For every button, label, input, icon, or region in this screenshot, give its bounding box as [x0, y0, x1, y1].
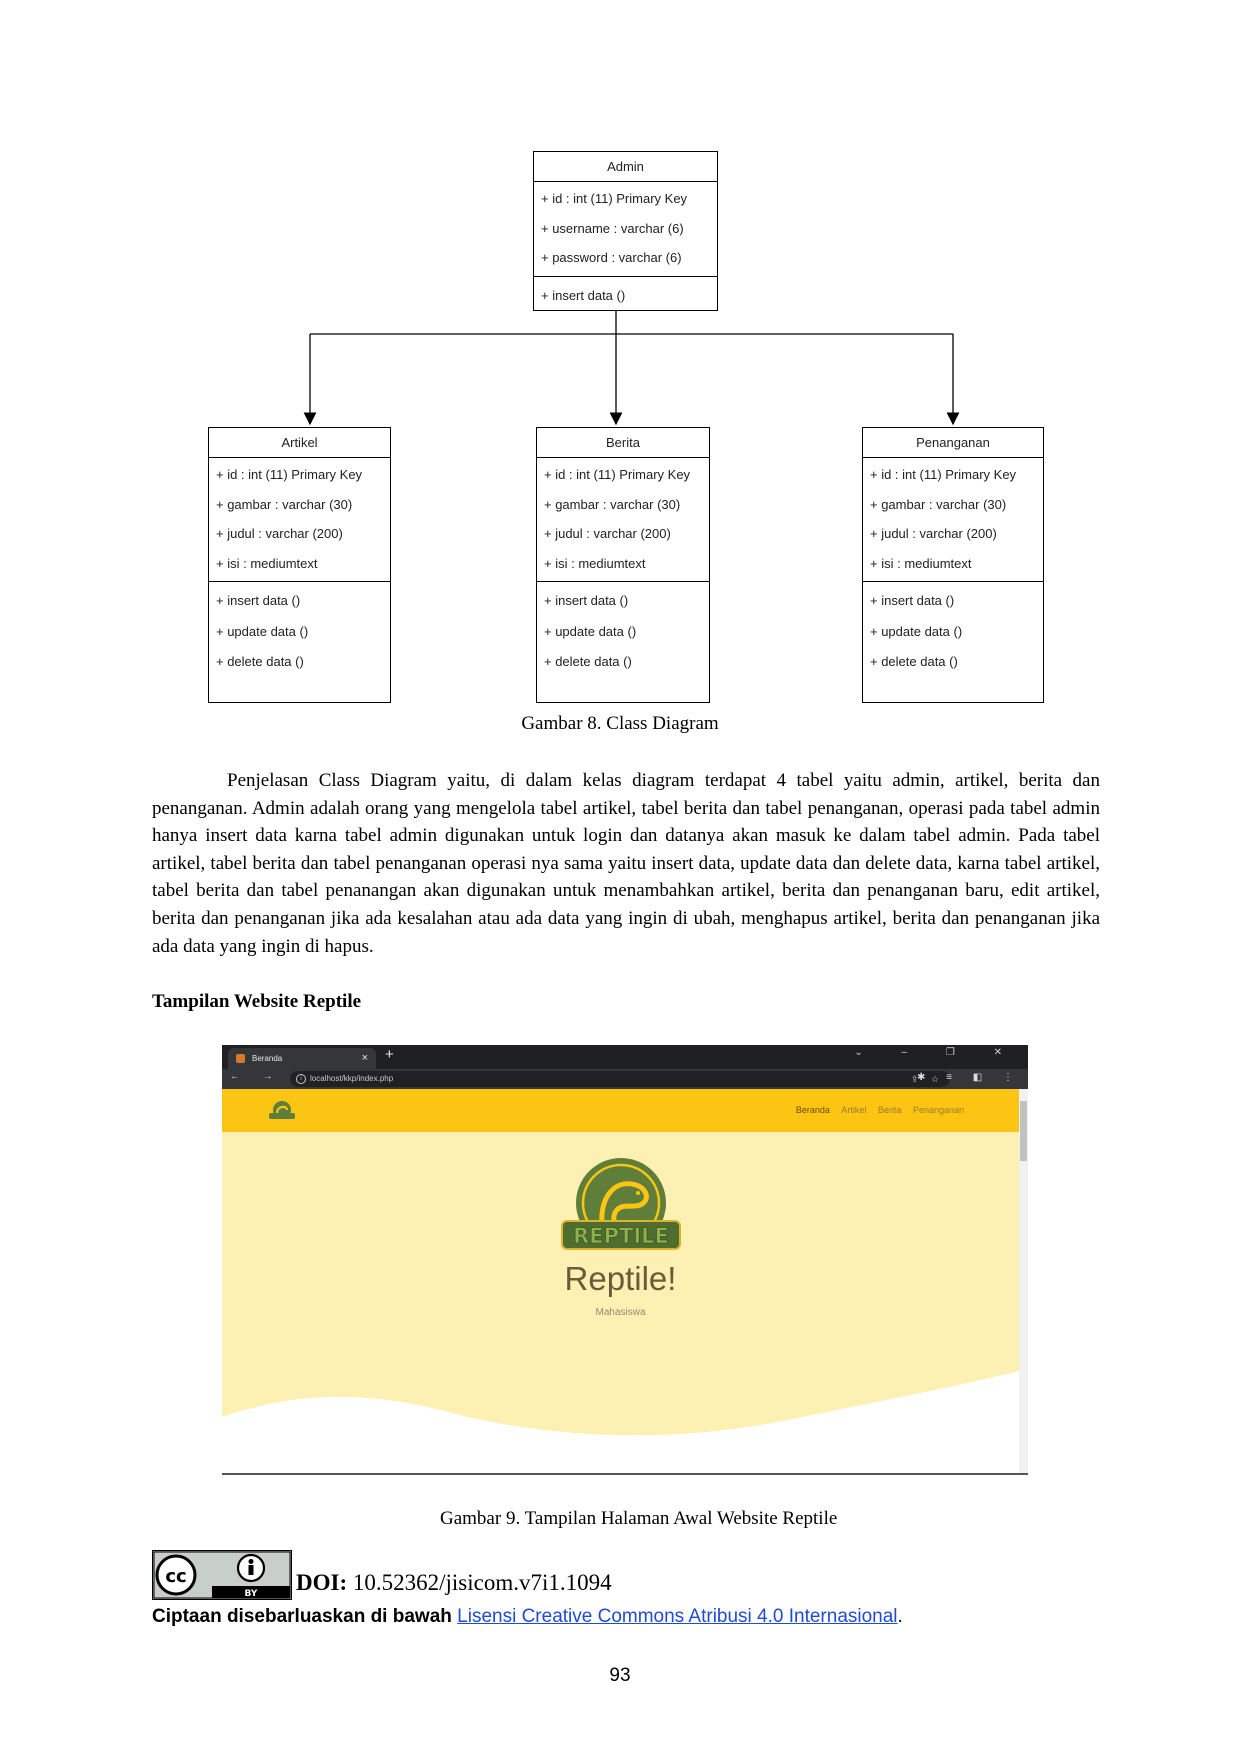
window-controls[interactable]: ⌄ – ❐ ✕ — [854, 1047, 1020, 1058]
attribute: + id : int (11) Primary Key — [541, 191, 688, 206]
operation: + insert data () — [541, 287, 626, 303]
reptile-hero-logo: REPTILE — [561, 1158, 681, 1250]
attribute: + id : int (11) Primary Key — [216, 467, 363, 482]
attribute: + isi : mediumtext — [544, 555, 646, 571]
class-box-penanganan: Penanganan + id : int (11) Primary Key +… — [862, 427, 1044, 703]
operation: + delete data () — [870, 654, 958, 669]
attribute: + username : varchar (6) — [541, 220, 684, 236]
attribute: + id : int (11) Primary Key — [870, 467, 1017, 482]
class-box-artikel: Artikel + id : int (11) Primary Key + ga… — [208, 427, 391, 703]
class-operations: + insert data () + update data () + dele… — [209, 582, 390, 678]
cc-by-license-badge[interactable]: cc BY — [152, 1550, 292, 1600]
browser-toolbar-icons[interactable]: ✱ ≡ ◧ ⋮ — [917, 1072, 1022, 1083]
attribute: + id : int (11) Primary Key — [544, 467, 691, 482]
operation: + insert data () — [870, 593, 955, 608]
nav-link-penanganan[interactable]: Penanganan — [912, 1105, 964, 1115]
doi-label: DOI: — [296, 1570, 348, 1595]
reptile-logo-icon[interactable] — [267, 1099, 297, 1123]
browser-tab[interactable]: Beranda × — [228, 1048, 376, 1069]
info-icon: i — [296, 1074, 306, 1084]
license-prefix: Ciptaan disebarluaskan di bawah — [152, 1606, 458, 1627]
class-attributes: + id : int (11) Primary Key + gambar : v… — [863, 458, 1043, 582]
browser-tab-bar: Beranda × + ⌄ – ❐ ✕ — [222, 1045, 1028, 1069]
share-bookmark-icons[interactable]: ⇪ ☆ — [910, 1074, 944, 1084]
operation: + insert data () — [216, 593, 301, 608]
attribute: + gambar : varchar (30) — [544, 496, 681, 512]
doi-value: 10.52362/jisicom.v7i1.1094 — [347, 1570, 612, 1595]
class-name: Penanganan — [863, 428, 1043, 458]
class-attributes: + id : int (11) Primary Key + username :… — [534, 182, 717, 277]
page-number: 93 — [609, 1665, 631, 1686]
operation: + update data () — [870, 623, 963, 639]
attribute: + gambar : varchar (30) — [870, 496, 1007, 512]
class-operations: + insert data () — [534, 277, 717, 312]
website-screenshot: Beranda × + ⌄ – ❐ ✕ ← → C i localhost/kk… — [222, 1045, 1028, 1475]
class-name: Berita — [537, 428, 709, 458]
class-operations: + insert data () + update data () + dele… — [863, 582, 1043, 678]
operation: + insert data () — [544, 593, 629, 608]
body-paragraph: Penjelasan Class Diagram yaitu, di dalam… — [152, 770, 1100, 957]
page-scrollbar[interactable] — [1019, 1089, 1028, 1473]
class-attributes: + id : int (11) Primary Key + gambar : v… — [537, 458, 709, 582]
class-attributes: + id : int (11) Primary Key + gambar : v… — [209, 458, 390, 582]
class-diagram-connectors — [303, 311, 960, 426]
hero-wave — [222, 1371, 1019, 1473]
scroll-thumb[interactable] — [1020, 1101, 1027, 1161]
class-box-berita: Berita + id : int (11) Primary Key + gam… — [536, 427, 710, 703]
site-nav-links: Beranda Artikel Berita Penanganan — [787, 1089, 964, 1132]
browser-nav-buttons[interactable]: ← → C — [230, 1071, 313, 1082]
class-name: Admin — [534, 152, 717, 182]
figure-caption-9: Gambar 9. Tampilan Halaman Awal Website … — [440, 1508, 838, 1529]
attribute: + isi : mediumtext — [216, 555, 318, 571]
class-name: Artikel — [209, 428, 390, 458]
operation: + delete data () — [216, 654, 304, 669]
license-line: Ciptaan disebarluaskan di bawah Lisensi … — [152, 1606, 903, 1628]
logo-word: REPTILE — [573, 1224, 669, 1248]
cc-text: cc — [165, 1566, 186, 1587]
license-link[interactable]: Lisensi Creative Commons Atribusi 4.0 In… — [457, 1606, 898, 1627]
doi-line: DOI: 10.52362/jisicom.v7i1.1094 — [296, 1570, 612, 1596]
hero-subtitle: Mahasiswa — [595, 1307, 646, 1318]
site-navbar: Beranda Artikel Berita Penanganan — [222, 1089, 1019, 1132]
attribute: + isi : mediumtext — [870, 555, 972, 571]
operation: + update data () — [544, 623, 637, 639]
section-heading: Tampilan Website Reptile — [152, 991, 362, 1012]
nav-link-berita[interactable]: Berita — [877, 1105, 902, 1115]
attribute: + judul : varchar (200) — [216, 526, 343, 541]
hero-title: Reptile! — [564, 1260, 677, 1297]
attribute: + judul : varchar (200) — [870, 526, 997, 541]
class-box-admin: Admin + id : int (11) Primary Key + user… — [533, 151, 718, 311]
url-bar[interactable]: i localhost/kkp/index.php ⇪ ☆ — [290, 1071, 950, 1087]
figure-caption-8: Gambar 8. Class Diagram — [521, 713, 719, 734]
tab-close-icon[interactable]: × — [361, 1052, 368, 1064]
browser-address-bar: ← → C i localhost/kkp/index.php ⇪ ☆ ✱ ≡ … — [222, 1069, 1028, 1089]
operation: + delete data () — [544, 654, 632, 669]
nav-link-beranda[interactable]: Beranda — [795, 1105, 830, 1115]
attribute: + password : varchar (6) — [541, 250, 682, 265]
class-operations: + insert data () + update data () + dele… — [537, 582, 709, 678]
attribute: + gambar : varchar (30) — [216, 496, 353, 512]
nav-link-artikel[interactable]: Artikel — [841, 1105, 867, 1115]
favicon-icon — [236, 1054, 245, 1063]
new-tab-icon[interactable]: + — [385, 1046, 394, 1063]
url-text: localhost/kkp/index.php — [310, 1074, 394, 1083]
by-text: BY — [245, 1589, 258, 1599]
operation: + update data () — [216, 623, 309, 639]
tab-title: Beranda — [252, 1054, 283, 1063]
attribute: + judul : varchar (200) — [544, 526, 671, 541]
license-suffix: . — [897, 1606, 903, 1627]
